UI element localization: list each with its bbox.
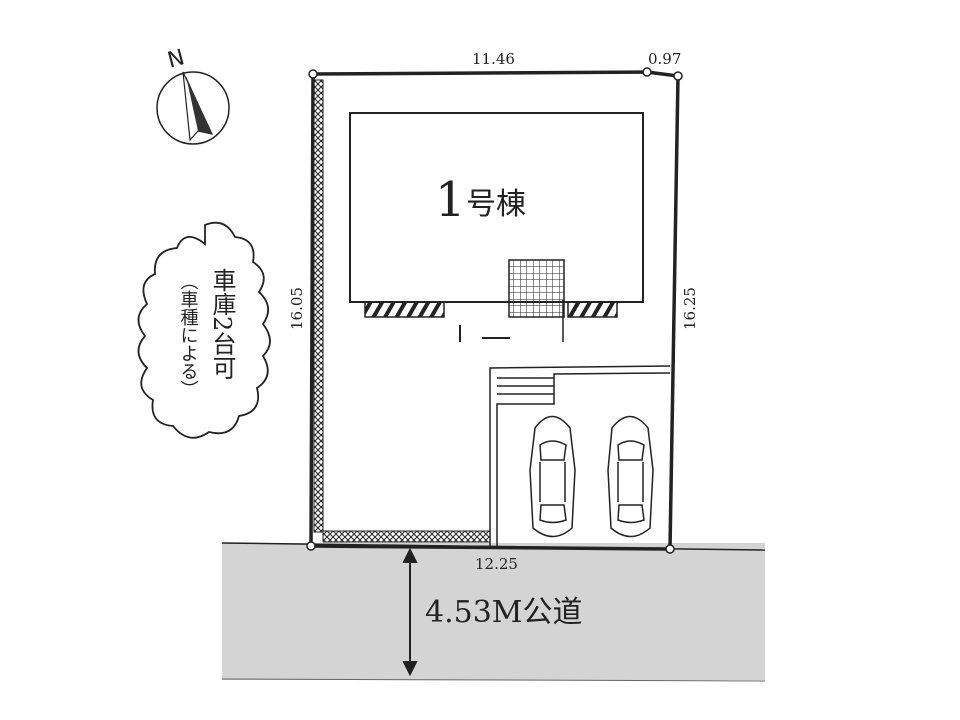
lot-boundary (306, 67, 683, 554)
road-width-arrow (402, 547, 418, 677)
car-icon (607, 415, 654, 538)
parking-area (489, 365, 671, 546)
boundary-marker (665, 544, 675, 554)
boundary-marker (308, 69, 318, 79)
note-line2: （車種による） (178, 272, 199, 398)
boundary-marker (673, 71, 683, 81)
boundary-marker (306, 541, 316, 551)
note-line1: 車庫2台可 (208, 268, 236, 379)
compass-label: N (165, 45, 187, 73)
parking-note-cloud: 車庫2台可 （車種による） (137, 221, 271, 439)
road-label: 4.53M公道 (425, 595, 583, 630)
building-1: 1 号棟 (349, 112, 644, 342)
dimension-bottom: 12.25 (475, 555, 518, 573)
building-number: 1 (435, 172, 466, 228)
north-arrow-icon: N (156, 45, 230, 145)
boundary-marker (642, 67, 652, 77)
dimension-top: 11.46 (472, 50, 515, 68)
entrance-porch (508, 259, 565, 318)
dimension-top-right: 0.97 (648, 50, 681, 68)
balcony (567, 301, 618, 318)
balcony (364, 301, 445, 318)
road: 4.53M公道 (221, 542, 766, 682)
car-icon (529, 415, 576, 538)
building-label: 号棟 (466, 187, 526, 222)
dimension-right: 16.25 (681, 287, 699, 330)
dimension-left: 16.05 (288, 287, 306, 330)
